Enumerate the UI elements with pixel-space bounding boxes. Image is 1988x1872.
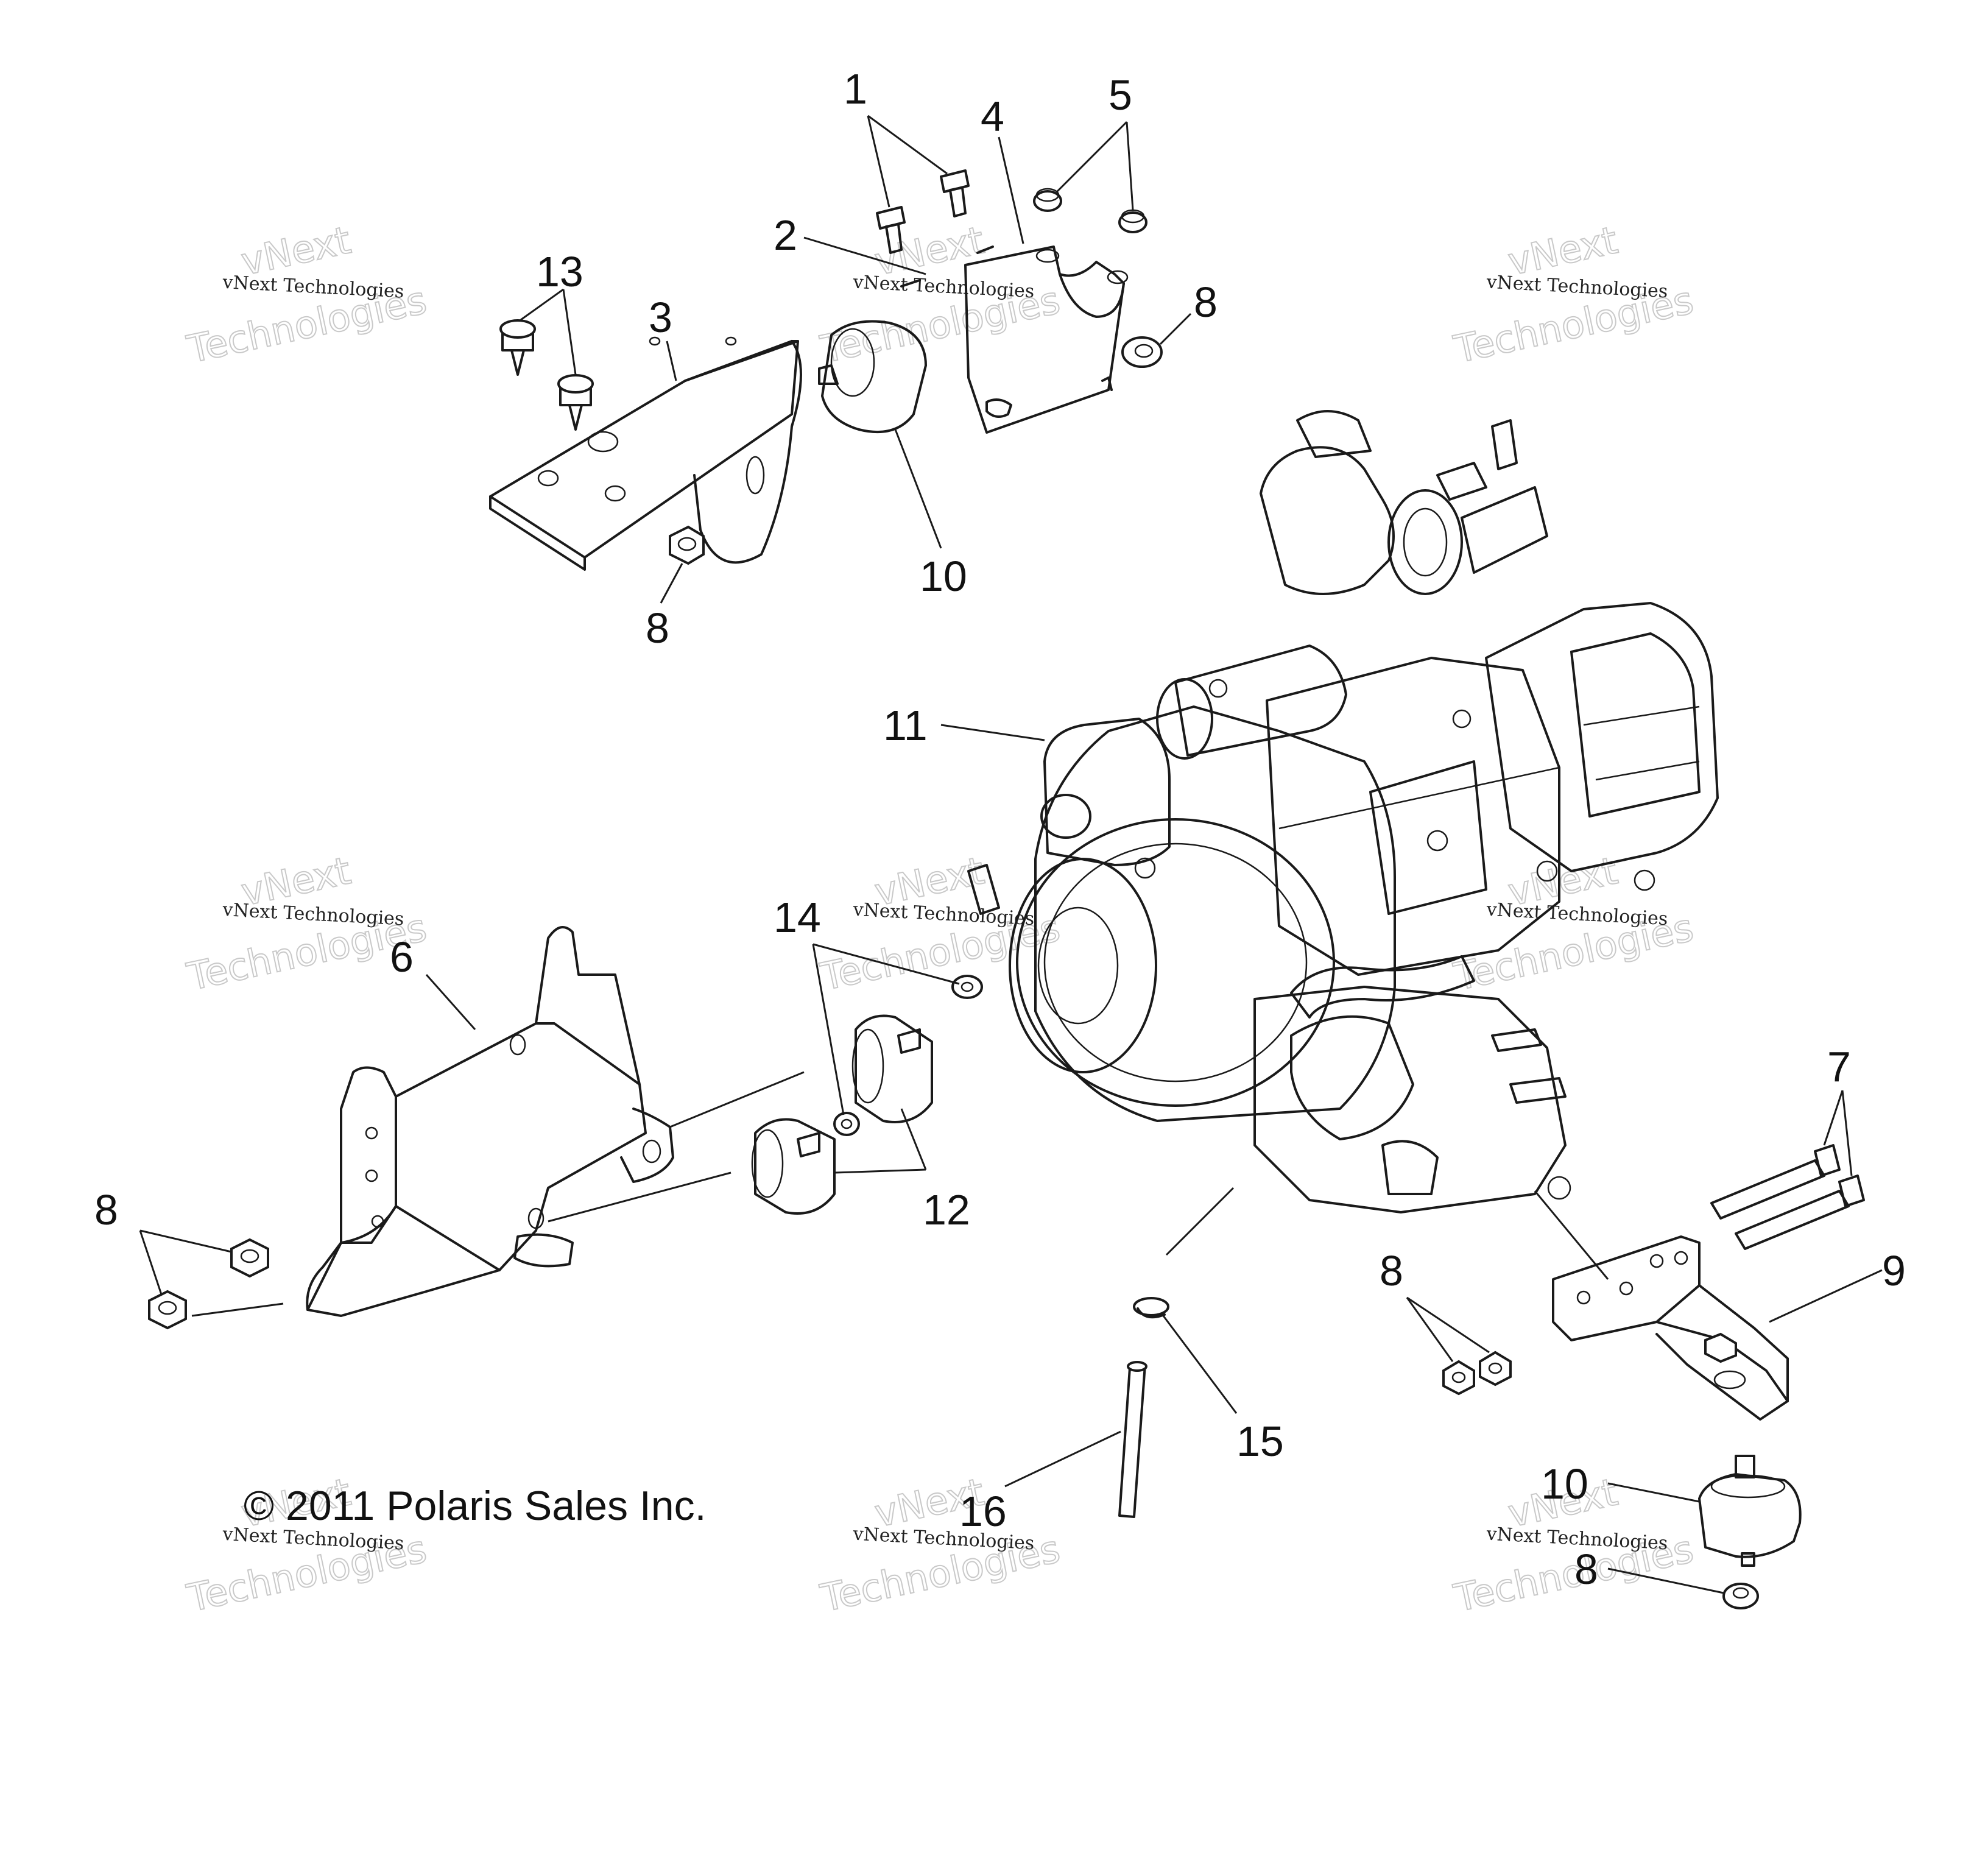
part-16-tube: [1118, 1361, 1147, 1518]
callout-5: 5: [1109, 71, 1132, 119]
part-1-bolts: [876, 169, 970, 254]
watermark-mid-center: vNext Technologies vNext Technologies: [816, 847, 1065, 1000]
callout-13: 13: [536, 248, 583, 295]
callout-8-upper-right: 8: [1194, 278, 1218, 326]
callout-12: 12: [923, 1186, 970, 1234]
callout-8-lower-right: 8: [1574, 1545, 1598, 1593]
part-8-nut-a: [669, 525, 705, 565]
callout-6: 6: [390, 933, 414, 981]
callout-10-upper: 10: [920, 553, 967, 600]
watermark-small: vNext Technologies: [222, 899, 404, 930]
bracket-hole: [537, 470, 559, 487]
callout-4: 4: [981, 93, 1004, 140]
part-8-nut-b: [1121, 336, 1163, 368]
watermark-small: vNext Technologies: [1486, 899, 1668, 930]
part-2-washers: [900, 245, 994, 288]
part-11-engine: [967, 410, 1719, 1213]
bracket-hole: [649, 336, 661, 346]
part-12-rubber-mounts: [751, 1014, 933, 1215]
callout-10-lower: 10: [1541, 1460, 1588, 1508]
part-3-upper-bracket: [489, 336, 802, 571]
part-10-lower-rubber-mount: [1698, 1455, 1802, 1567]
copyright-notice: © 2011 Polaris Sales Inc.: [244, 1483, 706, 1529]
bracket-hole: [745, 456, 765, 495]
bracket-hole: [725, 336, 737, 346]
part-6-front-bracket: [306, 926, 674, 1317]
watermark-top-center: vNext Technologies vNext Technologies: [816, 217, 1065, 372]
watermark-small: vNext Technologies: [222, 272, 404, 303]
callout-2: 2: [774, 211, 797, 259]
part-13-screws: [499, 319, 594, 431]
callout-11: 11: [883, 702, 928, 749]
watermark-top-left: vNext Technologies vNext Technologies: [183, 217, 431, 372]
callout-1: 1: [844, 65, 867, 113]
callout-8-upper-left: 8: [646, 604, 669, 652]
callout-8-middle: 8: [1380, 1247, 1403, 1295]
callout-9: 9: [1882, 1247, 1906, 1295]
watermark-bottom-center: vNext Technologies vNext Technologies: [816, 1469, 1065, 1621]
callout-7: 7: [1827, 1043, 1851, 1090]
part-14-washers: [833, 975, 983, 1136]
part-8-nut-d: [1442, 1351, 1512, 1396]
callout-14: 14: [774, 894, 821, 941]
bracket-hole: [587, 431, 619, 453]
part-10-upper-rubber-mount: [818, 320, 927, 434]
part-9-rear-bracket: [1552, 1235, 1789, 1421]
watermark-small: vNext Technologies: [1486, 272, 1668, 303]
watermark-small: vNext Technologies: [852, 899, 1035, 930]
leader-lines: [139, 115, 1883, 1594]
callout-8-left: 8: [94, 1186, 118, 1234]
callout-16: 16: [959, 1488, 1007, 1535]
watermark-small: vNext Technologies: [852, 272, 1035, 303]
callout-15: 15: [1236, 1418, 1284, 1465]
part-8-nut-c: [148, 1238, 269, 1330]
callout-3: 3: [649, 294, 672, 341]
part-5-grommets: [1033, 188, 1147, 233]
bracket-hole: [604, 485, 626, 502]
part-8-nut-e: [1722, 1583, 1759, 1609]
callout-labels: 1 2 3 4 5 6 7 8 8 8 8 8 9 10 10 11 12 13…: [94, 65, 1906, 1593]
watermark-top-right: vNext Technologies vNext Technologies: [1450, 217, 1698, 372]
part-7-bolts: [1710, 1144, 1865, 1250]
part-15-clamp: [1133, 1297, 1169, 1319]
part-4-small-bracket: [964, 245, 1129, 434]
